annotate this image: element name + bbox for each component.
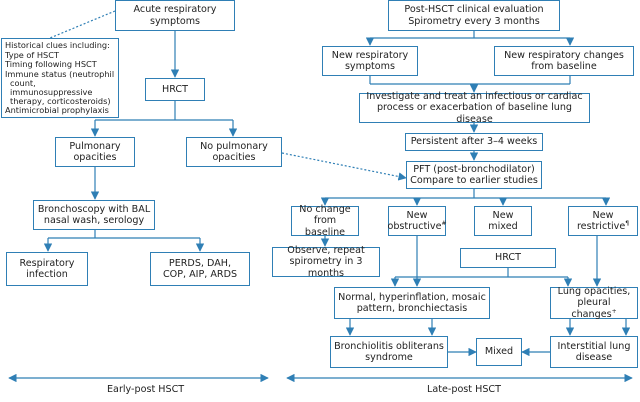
late-post-hsct-label: Late-post HSCT — [427, 384, 501, 395]
mixed-box: Mixed — [476, 338, 522, 366]
new-restrictive-label: New restrictive — [576, 209, 626, 232]
clue-immune-cont-2: therapy, corticosteroids) — [10, 96, 111, 107]
no-pulmonary-opacities-box: No pulmonary opacities — [186, 137, 282, 167]
lung-opacities-box: Lung opacities, pleural changes+ — [550, 286, 638, 320]
dotted-acute-to-historical — [49, 10, 116, 39]
new-obstructive-label: New obstructive — [387, 209, 442, 232]
perds-box: PERDS, DAH, COP, AIP, ARDS — [150, 252, 250, 286]
lung-opacities-label: Lung opacities, pleural changes — [557, 286, 631, 320]
historical-clues-box: Historical clues including: Type of HSCT… — [1, 38, 119, 118]
new-mixed-box: New mixed — [474, 206, 532, 236]
no-change-box: No change from baseline — [291, 204, 359, 238]
lung-opacities-mark: + — [611, 307, 617, 315]
early-post-hsct-label: Early-post HSCT — [107, 384, 185, 395]
clue-immune: Immune status (neutrophil — [5, 68, 115, 79]
new-obstructive-box: New obstructive# — [387, 206, 447, 236]
bronchiolitis-obliterans-box: Bronchiolitis obliterans syndrome — [330, 336, 448, 368]
investigate-box: Investigate and treat an infectious or c… — [359, 91, 590, 125]
historical-clues-list: Historical clues including: Type of HSCT… — [5, 40, 115, 116]
interstitial-lung-disease-box: Interstitial lung disease — [550, 336, 638, 368]
clue-type: Type of HSCT — [5, 50, 59, 61]
new-restrictive-mark: ¶ — [625, 219, 630, 227]
dotted-no-pulmonary-to-pft — [281, 152, 407, 181]
acute-symptoms-box: Acute respiratory symptoms — [115, 0, 235, 31]
hrct-left-box: HRCT — [145, 78, 205, 101]
new-obstructive-mark: # — [441, 219, 447, 227]
clue-timing: Timing following HSCT — [5, 59, 97, 70]
bronchoscopy-box: Bronchoscopy with BAL nasal wash, serolo… — [33, 200, 155, 230]
new-restrictive-box: New restrictive¶ — [568, 206, 638, 236]
new-respiratory-changes-box: New respiratory changes from baseline — [494, 46, 634, 76]
pft-box: PFT (post-bronchodilator) Compare to ear… — [406, 161, 542, 189]
persistent-box: Persistent after 3–4 weeks — [405, 133, 543, 151]
hrct-right-box: HRCT — [460, 248, 556, 268]
clue-immune-cont-1: count, immunosuppressive — [10, 77, 93, 97]
clue-prophylaxis: Antimicrobial prophylaxis — [5, 105, 109, 116]
observe-box: Observe, repeat spirometry in 3 months — [272, 245, 380, 279]
respiratory-infection-box: Respiratory infection — [6, 252, 88, 286]
post-hsct-box: Post-HSCT clinical evaluation Spirometry… — [388, 0, 560, 31]
new-respiratory-symptoms-box: New respiratory symptoms — [322, 46, 418, 76]
normal-findings-box: Normal, hyperinflation, mosaic pattern, … — [334, 287, 490, 319]
pulmonary-opacities-box: Pulmonary opacities — [55, 137, 135, 167]
historical-clues-title: Historical clues including: — [5, 40, 110, 50]
